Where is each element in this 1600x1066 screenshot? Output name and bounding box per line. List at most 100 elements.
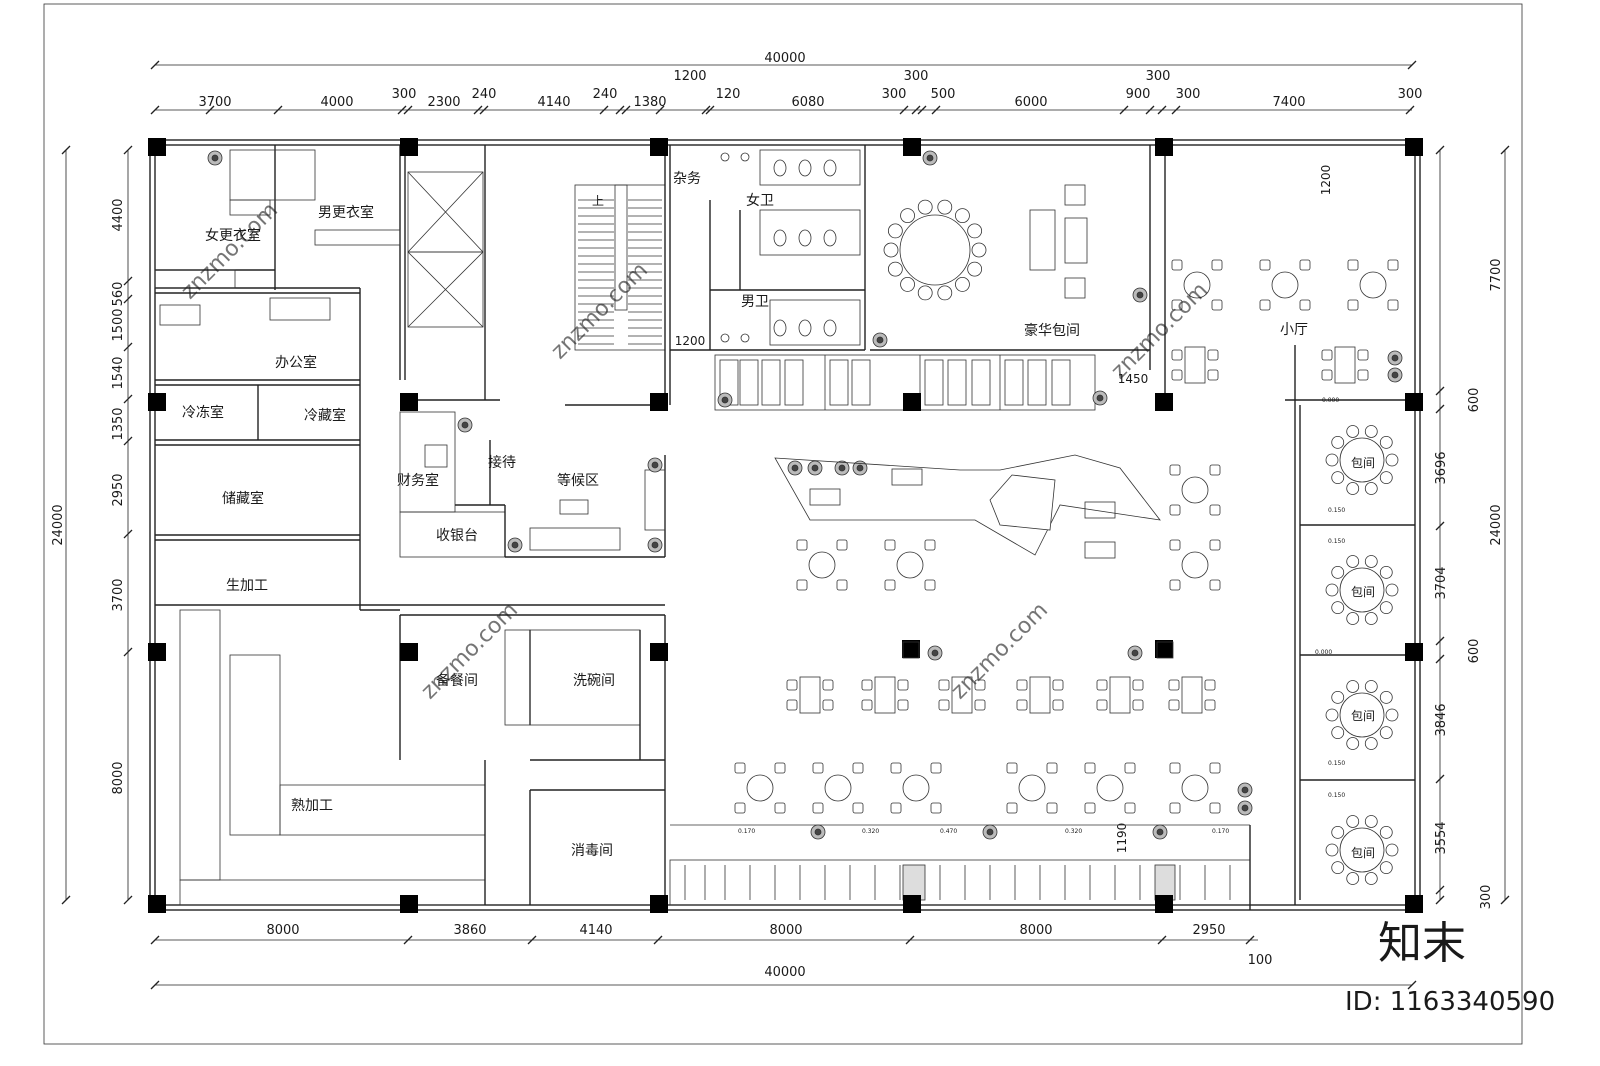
toilet-icon (823, 319, 837, 337)
chair (786, 699, 798, 711)
dim-top: 300 (882, 87, 907, 102)
dim-top: 1380 (633, 95, 666, 110)
plant-icon (1391, 354, 1399, 362)
level-marks: 0.000 0.150 0.150 0.000 0.150 0.150 0.17… (738, 397, 1345, 835)
chair (836, 539, 848, 551)
chair (924, 579, 936, 591)
room-private-1: 包间 (1351, 456, 1375, 470)
dim-top: 4140 (537, 95, 570, 110)
chair (822, 699, 834, 711)
chair (861, 699, 873, 711)
armchair (1064, 277, 1086, 299)
round-table (1181, 774, 1209, 802)
plant-icon (1241, 786, 1249, 794)
table (1084, 501, 1116, 519)
level-mark: 0.470 (940, 828, 957, 835)
level-mark: 0.170 (738, 828, 755, 835)
chair (1132, 679, 1144, 691)
table (1029, 676, 1051, 714)
plant-icon (1096, 394, 1104, 402)
round-table (824, 774, 852, 802)
round-table (746, 774, 774, 802)
dim-left: 1350 (111, 407, 126, 440)
chair (812, 802, 824, 814)
chair (967, 261, 983, 277)
chair (1331, 435, 1345, 449)
level-mark: 0.150 (1328, 507, 1345, 514)
chair (774, 762, 786, 774)
plant-icon (1391, 371, 1399, 379)
chair (1016, 699, 1028, 711)
chair (1096, 679, 1108, 691)
drawing-border (43, 3, 1523, 1045)
chair (1171, 299, 1183, 311)
chair (1169, 802, 1181, 814)
dim-bottom: 8000 (266, 923, 299, 938)
chair (1331, 690, 1345, 704)
chair (1347, 259, 1359, 271)
chair (852, 802, 864, 814)
chair (1006, 762, 1018, 774)
table (1181, 676, 1203, 714)
chair (1209, 802, 1221, 814)
plant-icon (876, 336, 884, 344)
chair (1169, 762, 1181, 774)
room-labels: 女更衣室 男更衣室 办公室 冷冻室 冷藏室 储藏室 生加工 熟加工 财务室 接待… (182, 171, 1375, 860)
dim-inner: 1200 (675, 334, 706, 348)
toilet-icon (773, 159, 787, 177)
chair (884, 539, 896, 551)
chair (734, 762, 746, 774)
sink-icon (740, 333, 750, 343)
stage-platform (774, 454, 1161, 556)
desk (424, 444, 448, 468)
chair (1379, 690, 1393, 704)
chair (1169, 504, 1181, 516)
dim-right: 3846 (1434, 703, 1449, 736)
chair (1346, 815, 1360, 828)
chair (1211, 299, 1223, 311)
toilet-icon (798, 159, 812, 177)
dim-left: 1500 (111, 308, 126, 341)
chair (1204, 679, 1216, 691)
level-mark: 0.150 (1328, 538, 1345, 545)
chair (1207, 369, 1219, 381)
dim-top: 4000 (320, 95, 353, 110)
chair (1364, 872, 1378, 885)
round-table (1339, 437, 1385, 483)
dimension-lines (65, 64, 1506, 986)
chair (1096, 699, 1108, 711)
chair (897, 699, 909, 711)
table (891, 468, 923, 486)
sink-icon (720, 333, 730, 343)
room-reception: 接待 (488, 454, 516, 471)
level-mark: 0.000 (1322, 397, 1339, 404)
dimension-texts: 40000 1200 300 300 3700 4000 300 2300 24… (51, 51, 1504, 980)
chair (967, 223, 983, 239)
round-table (1359, 271, 1387, 299)
chair (1168, 679, 1180, 691)
stair-up-label: 上 (592, 194, 604, 208)
chair (1046, 762, 1058, 774)
chair (1325, 843, 1339, 857)
chair (1171, 369, 1183, 381)
chair (1169, 539, 1181, 551)
room-male-locker: 男更衣室 (318, 204, 374, 221)
plant-icon (211, 154, 219, 162)
bottom-booth-seats (684, 864, 1231, 901)
plant-icon (511, 541, 519, 549)
chair (1171, 259, 1183, 271)
plant-icon (651, 541, 659, 549)
room-male-wc: 男卫 (741, 294, 769, 310)
chair (1084, 762, 1096, 774)
table (1334, 346, 1356, 384)
desk (269, 297, 331, 321)
room-disinfection: 消毒间 (571, 843, 613, 859)
chair (887, 223, 903, 239)
dim-right: 3696 (1434, 451, 1449, 484)
chair (852, 762, 864, 774)
chair (1364, 815, 1378, 828)
chair (1084, 802, 1096, 814)
room-female-locker: 女更衣室 (205, 227, 261, 244)
chair (930, 802, 942, 814)
